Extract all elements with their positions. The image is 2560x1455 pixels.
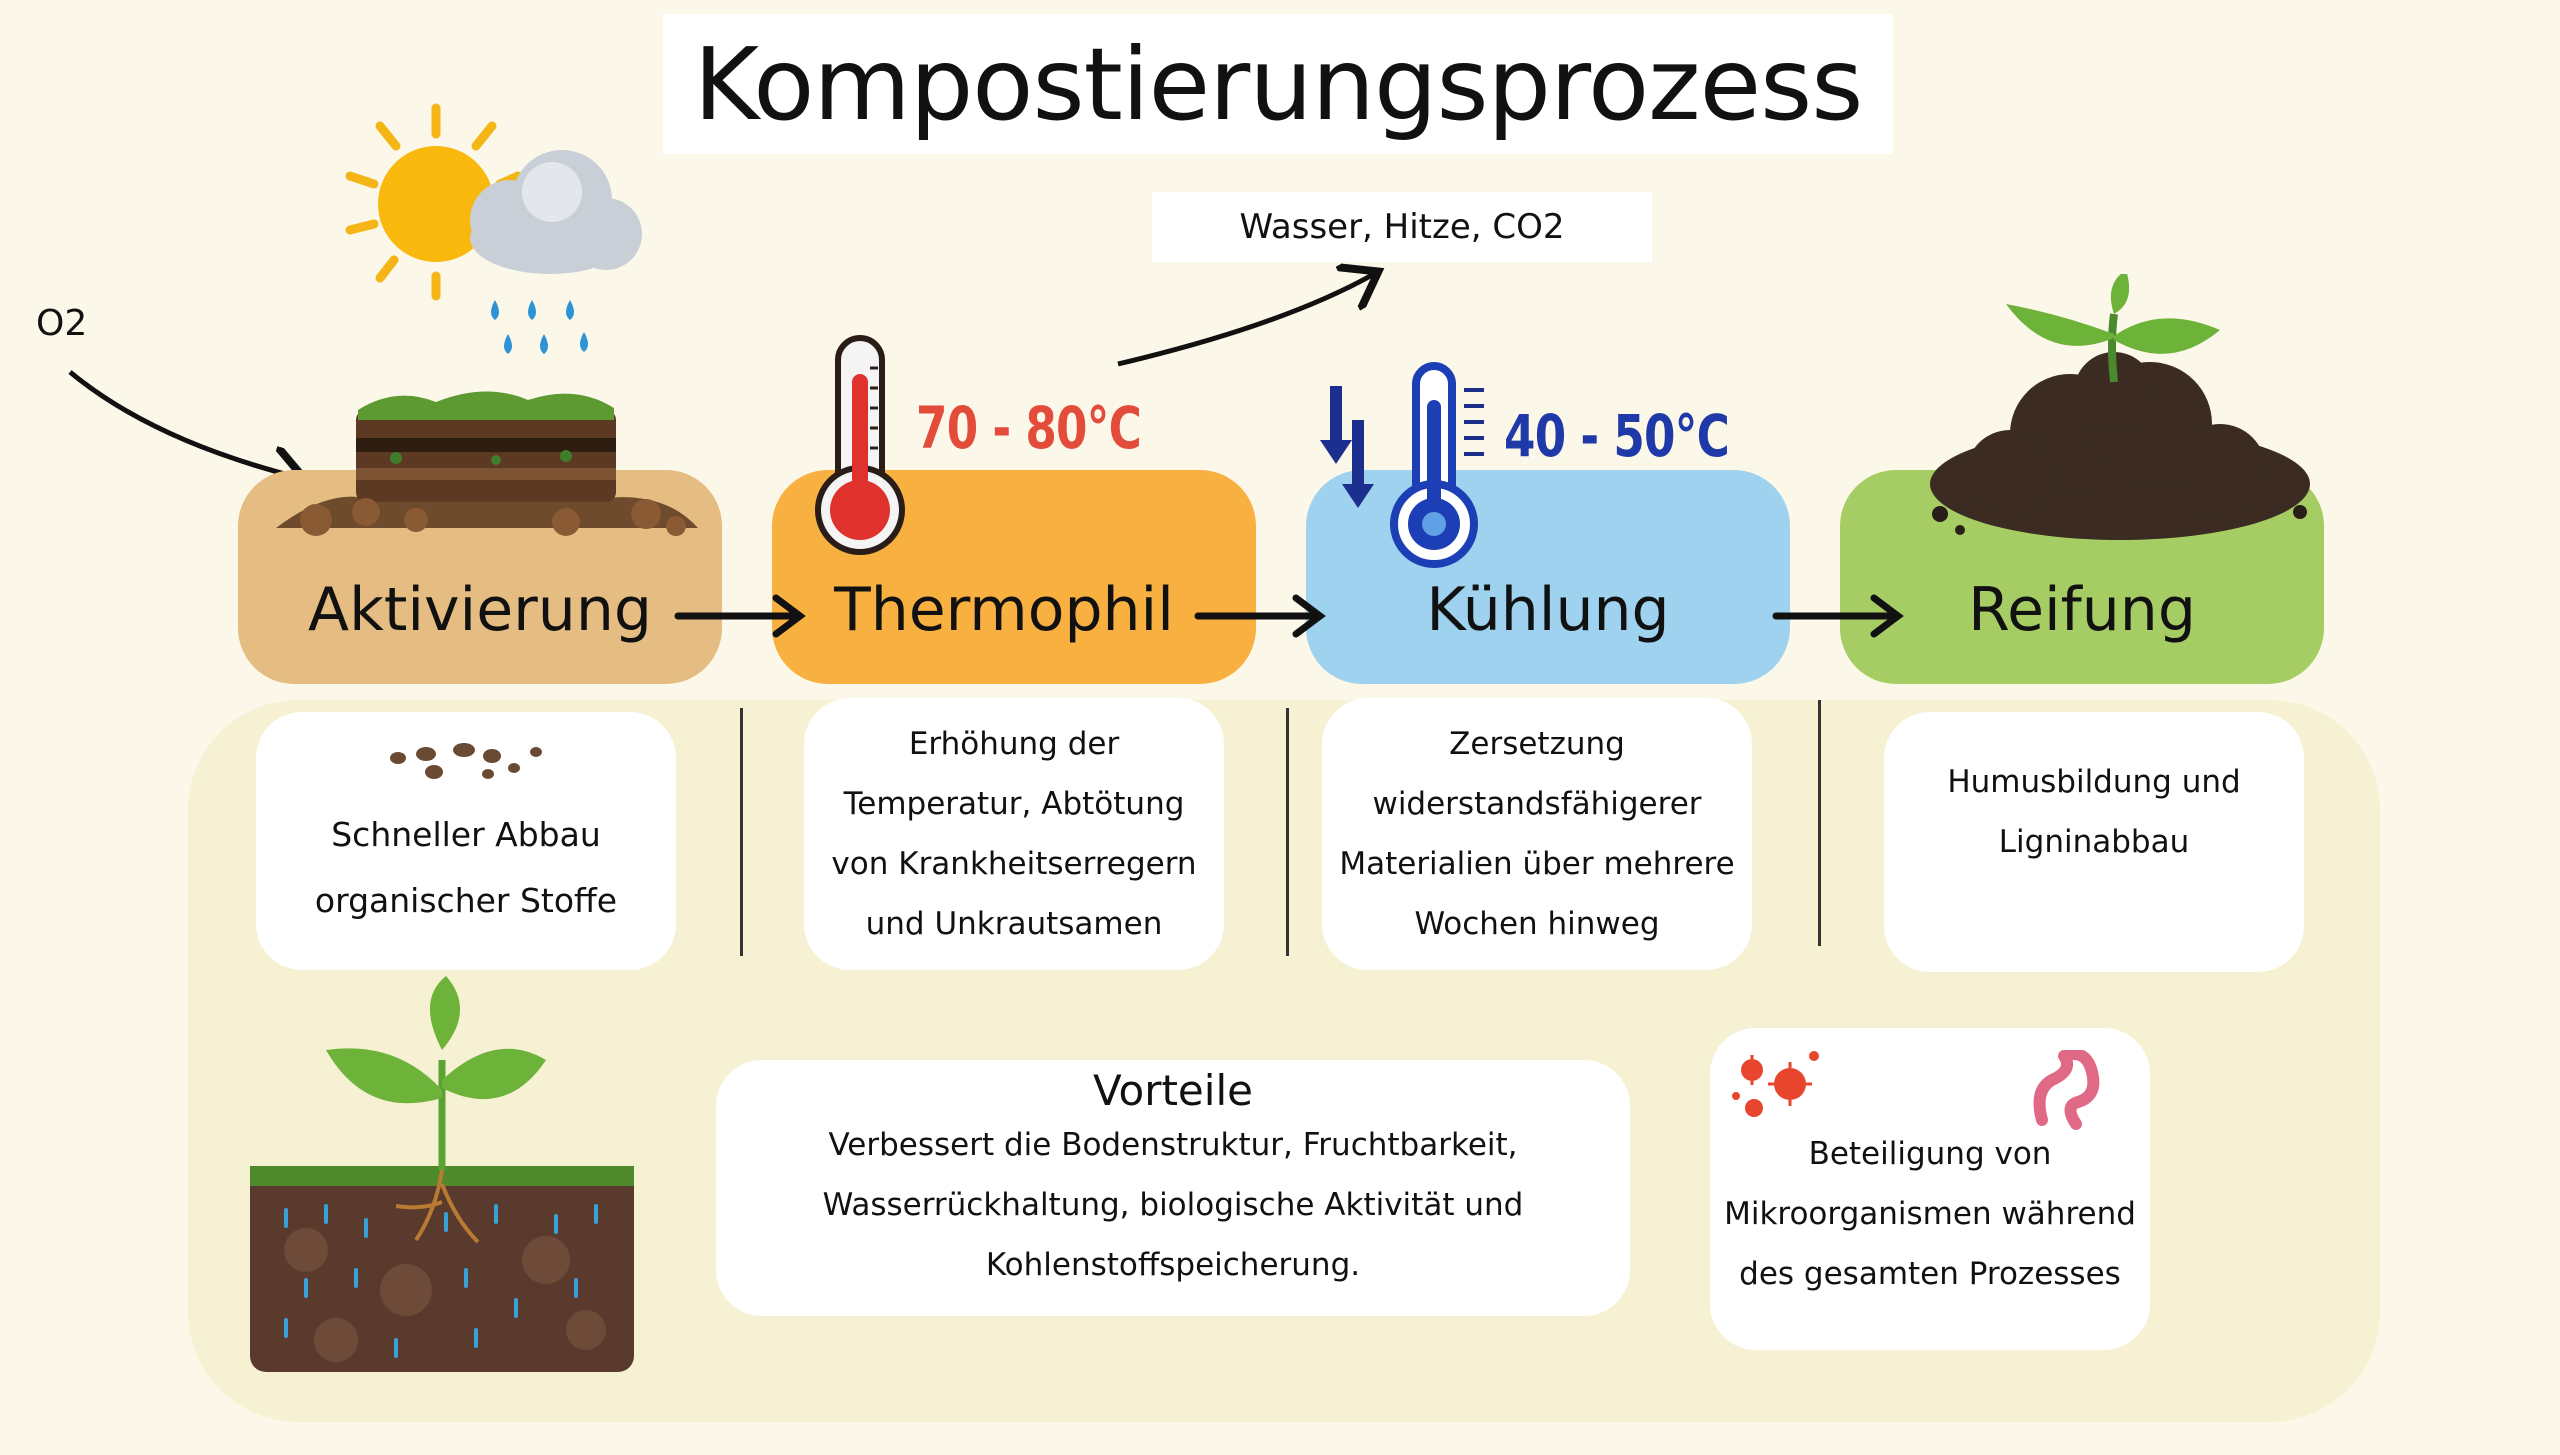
stage-label-aktivierung: Aktivierung (308, 575, 652, 645)
seedling-humus-icon (1930, 274, 2310, 540)
description-aktivierung: Schneller Abbau organischer Stoffe (314, 815, 618, 920)
stage-label-reifung: Reifung (1968, 575, 2196, 645)
input-label: O2 (36, 303, 88, 344)
stage-label-kuehlung: Kühlung (1426, 575, 1670, 645)
plant-soil-icon (250, 976, 634, 1372)
outputs-label-box: Wasser, Hitze, CO2 (1152, 192, 1652, 262)
seeds-icon (390, 743, 542, 779)
divider (1286, 708, 1289, 956)
o2-input-arrow (68, 370, 300, 478)
divider (740, 708, 743, 956)
description-thermophil: Erhöhung der Temperatur, Abtötung von Kr… (831, 726, 1197, 942)
description-kuehlung: Zersetzung widerstandsfähigerer Material… (1339, 726, 1735, 942)
temperature-thermophil: 70 - 80°C (916, 394, 1142, 462)
stage-box-kuehlung (1306, 470, 1790, 684)
outputs-arrow (1117, 274, 1374, 367)
sun-cloud-rain-icon (345, 103, 642, 354)
card-thermophil: Erhöhung der Temperatur, Abtötung von Kr… (804, 698, 1224, 970)
title-box: Kompostierungsprozess (663, 14, 1893, 154)
page-title: Kompostierungsprozess (693, 25, 1864, 143)
compost-pile-icon (276, 391, 698, 536)
description-reifung: Humusbildung und Ligninabbau (1947, 764, 2241, 860)
thermometer-hot-icon (815, 335, 905, 555)
card-reifung: Humusbildung und Ligninabbau (1884, 712, 2304, 972)
temperature-kuehlung: 40 - 50°C (1504, 402, 1730, 470)
bacteria-icon (1732, 1051, 1819, 1117)
card-kuehlung: Zersetzung widerstandsfähigerer Material… (1322, 698, 1752, 970)
outputs-label: Wasser, Hitze, CO2 (1239, 207, 1565, 247)
divider (1818, 700, 1821, 946)
benefits-card: Vorteile Verbessert die Bodenstruktur, F… (716, 1060, 1630, 1316)
benefits-text: Verbessert die Bodenstruktur, Fruchtbark… (822, 1127, 1524, 1283)
stage-label-thermophil: Thermophil (834, 575, 1174, 645)
thermometer-cold-icon (1320, 362, 1484, 568)
benefits-title: Vorteile (1093, 1066, 1253, 1115)
worm-icon (2033, 1050, 2100, 1130)
microorganisms-text: Beteiligung von Mikroorganismen während … (1724, 1136, 2136, 1292)
